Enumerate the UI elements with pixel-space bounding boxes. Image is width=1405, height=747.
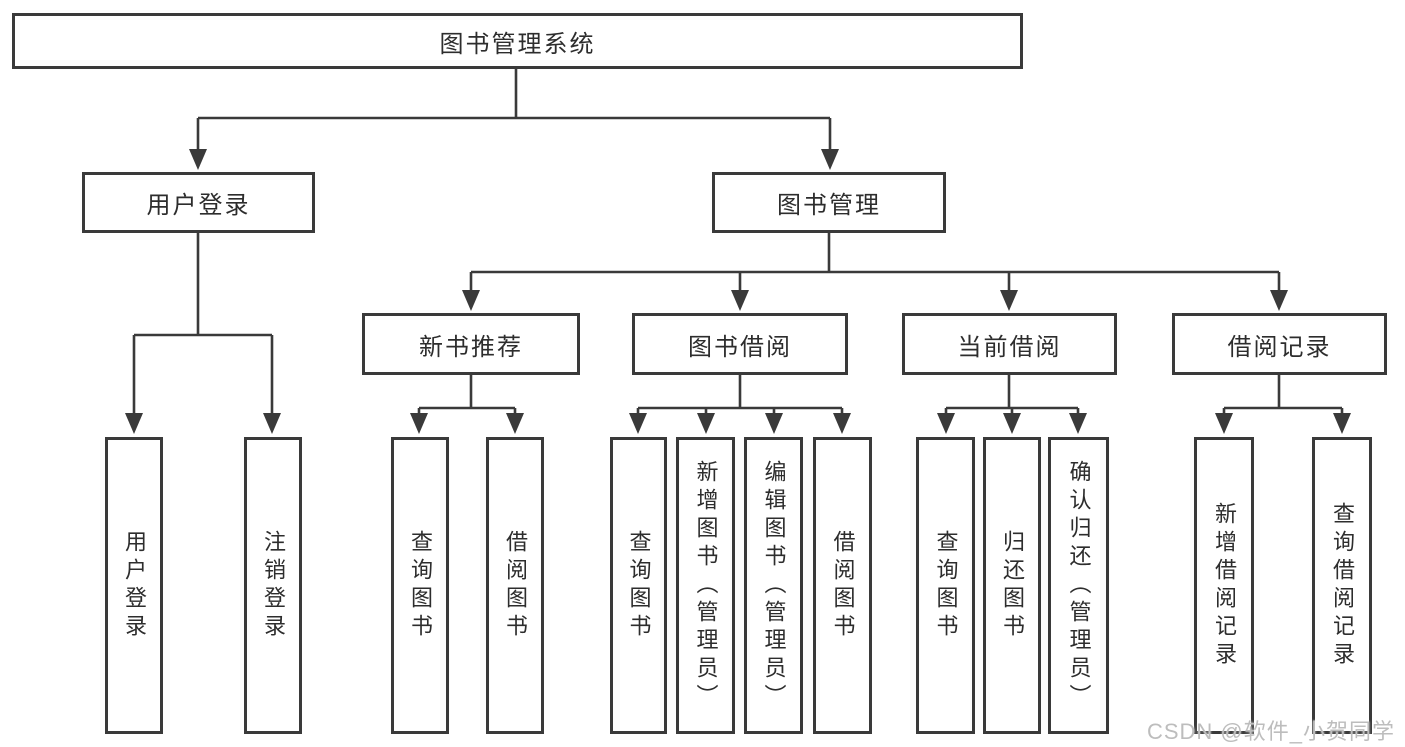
node-root: 图书管理系统	[12, 13, 1023, 69]
leaf-edit-books-admin: 编辑图书（管理员）	[744, 437, 803, 734]
node-user-login: 用户登录	[82, 172, 315, 233]
node-borrowing-records: 借阅记录	[1172, 313, 1387, 375]
node-current-borrowing: 当前借阅	[902, 313, 1117, 375]
node-book-borrowing: 图书借阅	[632, 313, 848, 375]
arrowheads	[125, 149, 1351, 434]
leaf-add-borrow-record: 新增借阅记录	[1194, 437, 1254, 734]
leaf-logout-login: 注销登录	[244, 437, 302, 734]
leaf-borrow-books: 借阅图书	[813, 437, 872, 734]
leaf-query-books-current: 查询图书	[916, 437, 975, 734]
leaf-add-books-admin: 新增图书（管理员）	[676, 437, 735, 734]
leaf-confirm-return-admin: 确认归还（管理员）	[1048, 437, 1109, 734]
leaf-query-books-recommend: 查询图书	[391, 437, 449, 734]
node-book-management: 图书管理	[712, 172, 946, 233]
leaf-query-borrow-record: 查询借阅记录	[1312, 437, 1372, 734]
leaf-query-books-borrow: 查询图书	[610, 437, 667, 734]
leaf-user-login: 用户登录	[105, 437, 163, 734]
node-new-book-recommend: 新书推荐	[362, 313, 580, 375]
leaf-borrow-books-recommend: 借阅图书	[486, 437, 544, 734]
leaf-return-books: 归还图书	[983, 437, 1041, 734]
